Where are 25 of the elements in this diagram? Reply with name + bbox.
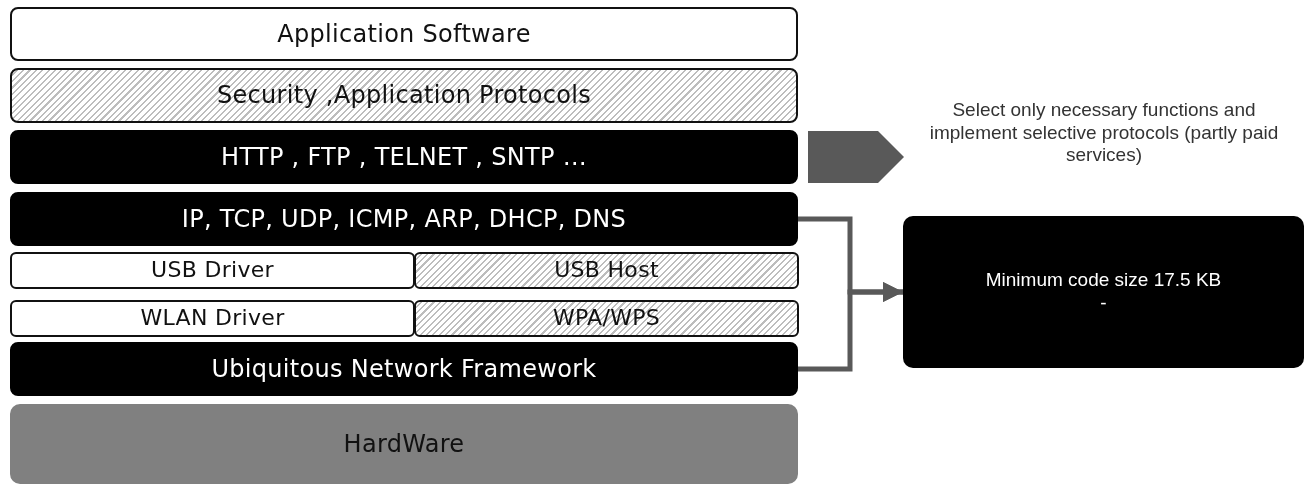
hatched-layer-box — [10, 68, 798, 123]
info-box — [903, 216, 1304, 368]
bracket-arrow — [798, 282, 903, 372]
layer-label: Ubiquitous Network Framework — [211, 354, 597, 384]
layer-label: WPA/WPS — [552, 305, 661, 332]
layer-label: USB Driver — [151, 257, 274, 284]
layer-label: IP, TCP, UDP, ICMP, ARP, DHCP, DNS — [181, 204, 627, 234]
note-text: Select only necessary functions and implement selective protocols (partly paid services) — [928, 98, 1280, 168]
layer-label: HTTP , FTP , TELNET , SNTP … — [221, 142, 587, 172]
layer-label: Minimum code size 17.5 KB - — [984, 269, 1223, 315]
layer-box — [10, 300, 415, 337]
layer-label: Application Software — [277, 19, 531, 49]
layer-label: HardWare — [343, 429, 465, 459]
layer-box — [10, 404, 798, 484]
hatched-layer-box — [414, 300, 799, 337]
layer-label: USB Host — [554, 257, 659, 284]
layer-box — [10, 7, 798, 61]
layer-box — [10, 130, 798, 184]
layer-box — [10, 192, 798, 246]
hatched-layer-box — [414, 252, 799, 289]
layer-label: WLAN Driver — [140, 305, 285, 332]
layer-box — [10, 342, 798, 396]
block-arrow — [808, 131, 904, 183]
layer-label: Security ,Application Protocols — [216, 81, 592, 110]
layer-box — [10, 252, 415, 289]
